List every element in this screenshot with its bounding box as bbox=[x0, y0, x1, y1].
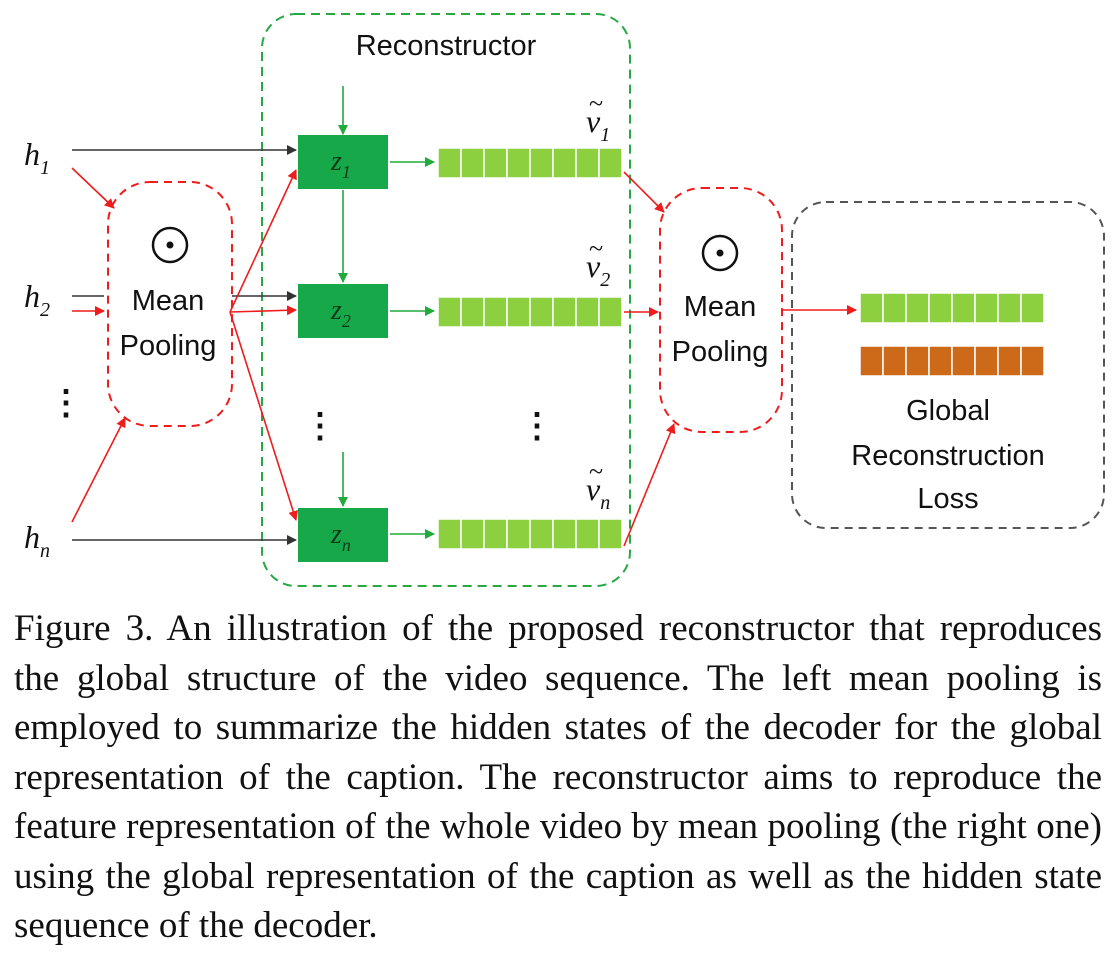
feature-accent-v2: ~ bbox=[589, 234, 603, 263]
right-pool-line1: Mean bbox=[684, 291, 757, 323]
svg-text:z2: z2 bbox=[330, 295, 351, 331]
bar-segment bbox=[575, 147, 600, 179]
bar-segment bbox=[997, 292, 1022, 324]
bar-segment bbox=[882, 292, 907, 324]
bar-segment bbox=[905, 292, 930, 324]
bar-segment bbox=[974, 345, 999, 377]
feature-bar-vn bbox=[437, 518, 623, 550]
bar-segment bbox=[506, 296, 531, 328]
bar-segment bbox=[997, 345, 1022, 377]
loss-line3: Loss bbox=[917, 483, 978, 515]
arrow-vn-pool bbox=[623, 423, 676, 547]
reconstructed-bar bbox=[859, 292, 1045, 324]
left-pool-odot-icon bbox=[151, 226, 189, 264]
bar-segment bbox=[483, 147, 508, 179]
bar-segment bbox=[951, 292, 976, 324]
right-pool-line2: Pooling bbox=[672, 336, 769, 368]
bar-segment bbox=[552, 518, 577, 550]
left-pool-line2: Pooling bbox=[120, 330, 217, 362]
bar-segment bbox=[506, 518, 531, 550]
bar-segment bbox=[882, 345, 907, 377]
state-box-zn: zn bbox=[298, 508, 388, 562]
reconstructor-label: Reconstructor bbox=[356, 30, 537, 62]
bar-segment bbox=[460, 518, 485, 550]
figure-caption: Figure 3. An illustration of the propose… bbox=[14, 608, 1102, 946]
bar-segment bbox=[859, 292, 884, 324]
input-label-h2: h2 bbox=[24, 278, 50, 321]
bar-segment bbox=[529, 147, 554, 179]
bar-segment bbox=[529, 518, 554, 550]
feature-bar-v1 bbox=[437, 147, 623, 179]
bar-segment bbox=[460, 147, 485, 179]
bar-segment bbox=[598, 296, 623, 328]
bar-segment bbox=[483, 296, 508, 328]
arrow-pool-z1 bbox=[229, 169, 297, 313]
left-pool-line1: Mean bbox=[132, 285, 205, 317]
input-label-h1: h1 bbox=[24, 136, 50, 179]
bar-segment bbox=[460, 296, 485, 328]
loss-line2: Reconstruction bbox=[851, 440, 1044, 472]
loss-region bbox=[791, 201, 1105, 529]
arrow-hn-pool bbox=[71, 417, 126, 523]
arrow-h1-pool bbox=[71, 167, 115, 209]
ellipsis-states: ⋮ bbox=[303, 407, 337, 445]
bar-segment bbox=[575, 518, 600, 550]
ellipsis-features: ⋮ bbox=[520, 407, 554, 445]
reconstructor-region bbox=[261, 13, 631, 587]
bar-segment bbox=[1020, 345, 1045, 377]
bar-segment bbox=[437, 296, 462, 328]
arrow-v1-pool bbox=[623, 171, 665, 213]
bar-segment bbox=[437, 518, 462, 550]
bar-segment bbox=[598, 147, 623, 179]
bar-segment bbox=[552, 147, 577, 179]
feature-accent-v1: ~ bbox=[589, 89, 603, 118]
bar-segment bbox=[483, 518, 508, 550]
bar-segment bbox=[928, 292, 953, 324]
ellipsis-inputs: ⋮ bbox=[49, 384, 83, 422]
left-pool-region bbox=[107, 181, 233, 427]
bar-segment bbox=[506, 147, 531, 179]
feature-label-v1: v1 bbox=[586, 103, 610, 146]
feature-accent-vn: ~ bbox=[589, 457, 603, 486]
target-bar bbox=[859, 345, 1045, 377]
bar-segment bbox=[1020, 292, 1045, 324]
bar-segment bbox=[859, 345, 884, 377]
bar-segment bbox=[575, 296, 600, 328]
arrow-pool-z2 bbox=[229, 305, 297, 316]
feature-label-v2: v2 bbox=[586, 248, 610, 291]
bar-segment bbox=[928, 345, 953, 377]
arrow-pool-zn bbox=[229, 311, 299, 521]
bar-segment bbox=[598, 518, 623, 550]
bar-segment bbox=[905, 345, 930, 377]
feature-bar-v2 bbox=[437, 296, 623, 328]
svg-text:z1: z1 bbox=[330, 146, 351, 182]
state-box-z1: z1 bbox=[298, 135, 388, 189]
loss-line1: Global bbox=[906, 395, 990, 427]
bar-segment bbox=[529, 296, 554, 328]
bar-segment bbox=[437, 147, 462, 179]
bar-segment bbox=[974, 292, 999, 324]
svg-text:zn: zn bbox=[330, 519, 351, 555]
right-pool-odot-icon bbox=[701, 234, 739, 272]
reconstructor-diagram: Reconstructor Mean Pooling Mean Pooling … bbox=[24, 13, 1105, 587]
state-box-z2: z2 bbox=[298, 284, 388, 338]
feature-label-vn: vn bbox=[586, 471, 610, 514]
input-label-hn: hn bbox=[24, 519, 50, 562]
bar-segment bbox=[552, 296, 577, 328]
bar-segment bbox=[951, 345, 976, 377]
